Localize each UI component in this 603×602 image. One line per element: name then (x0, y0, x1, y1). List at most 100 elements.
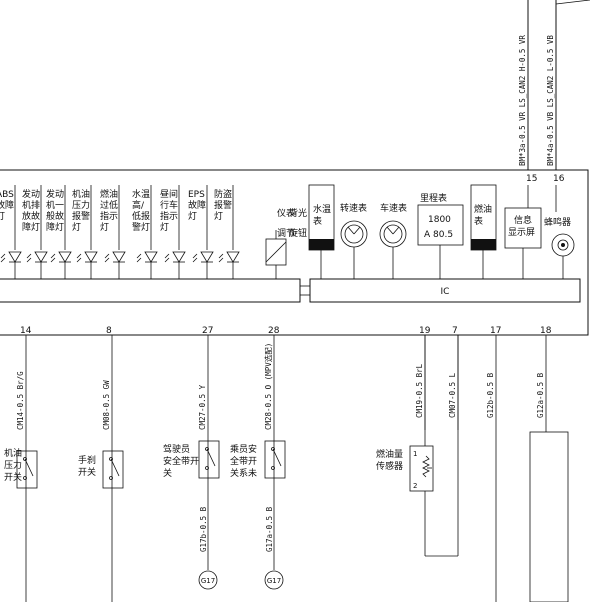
handbrake-line-2: 开关 (78, 466, 96, 478)
bottom-wire-label-7: G12a-0.5 B (536, 372, 545, 418)
lamp-5-line-0: 水温 (132, 188, 150, 200)
lamp-1-line-1: 机排 (22, 199, 40, 211)
bottom-pin-17: 17 (490, 326, 501, 336)
warning-lamp-group: ABS故障灯发动机排放故障灯发动机一般故障灯机油压力报警灯燃油过低指示灯水温高/… (0, 185, 240, 279)
dimmer-line-1: 仪表 (277, 207, 295, 219)
lamp-2-line-3: 障灯 (46, 221, 64, 233)
lamp-7-line-1: 故障 (188, 199, 206, 211)
odometer-value-2: A 80.5 (424, 230, 453, 240)
lamp-4-line-2: 指示 (100, 210, 118, 222)
ground-wire-label-2: G17a-0.5 B (265, 506, 274, 552)
passenger-seatbelt-line-2: 全带开 (230, 455, 257, 467)
top-wire-label-1: BM*3a-0.5 VR LS_CAN2 H-0.5 VR (518, 35, 527, 166)
led-4-icon (112, 251, 126, 263)
lamp-5-line-1: 高/ (132, 199, 145, 211)
bottom-wire-label-4: CM19-0.5 BrL (415, 363, 424, 418)
driver-seatbelt-line-3: 关 (163, 467, 172, 479)
fuel-gauge-line-2: 表 (474, 215, 483, 227)
ground-block-frame (529, 431, 569, 602)
backlight-dimmer: 仪表 背光 调节 旋钮 (265, 207, 307, 279)
oil-pressure-switch: 机油 压力 开关 (4, 447, 38, 489)
lamp-8-line-1: 报警 (214, 199, 232, 211)
dimmer-line-3: 调节 (277, 228, 295, 239)
lamp-2-line-1: 机一 (46, 199, 64, 211)
lamp-6-line-0: 昼间 (160, 188, 178, 200)
info-display: 信息 显示屏 (504, 185, 542, 279)
ground-wire-label-1: G17b-0.5 B (199, 506, 208, 552)
lamp-6-line-3: 灯 (160, 222, 169, 233)
led-3-icon (84, 251, 98, 263)
lamp-4-line-3: 灯 (100, 222, 109, 233)
lamp-2-line-0: 发动 (46, 188, 64, 200)
fuel-sender-line-1: 燃油量 (376, 448, 403, 460)
oil-switch-line-3: 开关 (4, 471, 22, 483)
fuel-level-sender: 燃油量 传感器 1 2 (376, 335, 459, 557)
ground-label-1: G17 (201, 577, 215, 585)
lamp-3-line-1: 压力 (72, 199, 90, 211)
water-temp-line-2: 表 (313, 215, 322, 227)
bottom-pin-8: 8 (106, 326, 112, 336)
fuel-sender-pin-1: 1 (413, 450, 417, 458)
driver-seatbelt-switch: 驾驶员 安全带开 关 (163, 440, 220, 479)
water-temp-line-1: 水温 (313, 203, 331, 215)
lamp-4-line-1: 过低 (100, 199, 118, 211)
led-5-icon (144, 251, 158, 263)
bottom-wire-label-1: CM08-0.5 GW (102, 380, 111, 430)
led-0-icon (8, 251, 22, 263)
odometer-value-1: 1800 (428, 215, 451, 225)
lamp-6-line-2: 指示 (160, 210, 178, 222)
oil-switch-line-1: 机油 (4, 447, 22, 459)
lamp-bus-bar (0, 278, 301, 303)
warning-lamp-0: ABS故障灯 (0, 185, 22, 279)
bottom-wire-label-0: CM14-0.5 Br/G (16, 371, 25, 430)
module-frame (0, 169, 589, 336)
bottom-wire-label-2: CM27-0.5 Y (198, 384, 207, 430)
bottom-pin-28: 28 (268, 326, 280, 336)
buzzer-label: 蜂鸣器 (544, 216, 571, 228)
odometer-label: 里程表 (420, 192, 447, 204)
lamp-0-line-2: 灯 (0, 211, 5, 222)
speedometer: 车速表 (379, 202, 407, 279)
led-8-icon (226, 251, 240, 263)
lamp-1-line-0: 发动 (22, 188, 40, 200)
fuel-sender-pin-2: 2 (413, 482, 417, 490)
lamp-0-line-1: 故障 (0, 199, 14, 211)
led-2-icon (58, 251, 72, 263)
top-pin-16: 16 (553, 174, 565, 184)
lamp-2-line-2: 般故 (46, 210, 64, 222)
driver-seatbelt-line-1: 驾驶员 (163, 443, 190, 455)
bottom-wire-label-5: CM07-0.5 L (448, 372, 457, 418)
lamp-6-line-1: 行车 (160, 199, 178, 211)
led-6-icon (172, 251, 186, 263)
fuel-gauge: 燃油 表 (470, 184, 497, 279)
speedometer-label: 车速表 (380, 202, 407, 214)
bottom-pin-7: 7 (452, 326, 458, 336)
tachometer-label: 转速表 (340, 202, 367, 214)
oil-switch-line-2: 压力 (4, 459, 22, 471)
tachometer: 转速表 (340, 202, 368, 279)
top-pin-15: 15 (526, 174, 537, 184)
lamp-3-line-2: 报警 (72, 210, 90, 222)
ic-bar (309, 278, 581, 303)
fuel-gauge-line-1: 燃油 (474, 203, 492, 215)
bottom-pin-18: 18 (540, 326, 552, 336)
lamp-5-line-3: 警灯 (132, 221, 150, 233)
lamp-8-line-2: 灯 (214, 211, 223, 222)
lamp-7-line-2: 灯 (188, 211, 197, 222)
passenger-seatbelt-line-1: 乘员安 (230, 443, 257, 455)
bottom-pin-14: 14 (20, 326, 32, 336)
bottom-wire-label-3: CM28-0.5 O (MPV选配) (263, 343, 273, 430)
lamp-7-line-0: EPS (188, 190, 205, 200)
handbrake-switch: 手刹 开关 (78, 450, 124, 489)
buzzer: 蜂鸣器 (544, 185, 575, 279)
bottom-wire-label-6: G12b-0.5 B (486, 372, 495, 418)
lamp-1-line-2: 放故 (22, 210, 40, 222)
ground-symbol-1: G17 (198, 570, 218, 590)
